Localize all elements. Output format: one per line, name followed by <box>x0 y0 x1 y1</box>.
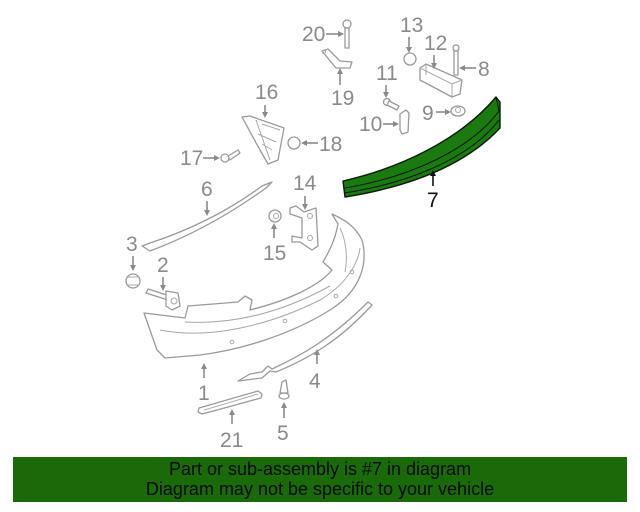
svg-text:6: 6 <box>201 178 213 201</box>
part-20-bolt[interactable] <box>342 19 352 49</box>
callout-11[interactable]: 11 <box>376 62 398 98</box>
svg-text:14: 14 <box>293 172 317 195</box>
svg-text:11: 11 <box>376 62 398 85</box>
svg-text:8: 8 <box>478 58 490 81</box>
banner-line-disclaimer: Diagram may not be specific to your vehi… <box>145 479 495 499</box>
part-16-bracket[interactable] <box>241 115 285 165</box>
part-9-nut[interactable] <box>450 105 466 117</box>
part-12-block[interactable] <box>419 63 463 98</box>
callout-16[interactable]: 16 <box>255 81 278 118</box>
part-14-bracket[interactable] <box>289 205 319 251</box>
svg-text:4: 4 <box>309 370 321 393</box>
svg-text:5: 5 <box>277 422 289 445</box>
svg-text:2: 2 <box>157 254 169 277</box>
svg-text:18: 18 <box>319 133 342 156</box>
callout-5[interactable]: 5 <box>277 402 289 445</box>
svg-text:21: 21 <box>220 429 243 450</box>
callout-1[interactable]: 1 <box>198 363 210 405</box>
callout-4[interactable]: 4 <box>309 349 321 393</box>
callout-2[interactable]: 2 <box>157 254 169 291</box>
svg-text:10: 10 <box>359 113 382 136</box>
callout-18[interactable]: 18 <box>301 133 342 156</box>
svg-text:9: 9 <box>422 102 434 125</box>
part-5-screw[interactable] <box>278 379 290 400</box>
callout-10[interactable]: 10 <box>359 113 399 136</box>
svg-text:19: 19 <box>331 87 354 110</box>
svg-text:15: 15 <box>263 242 286 265</box>
part-2-bolt[interactable] <box>145 288 181 311</box>
part-21-trim[interactable] <box>197 390 263 415</box>
svg-text:16: 16 <box>255 81 278 104</box>
parts-diagram: 20 19 13 12 8 <box>125 14 501 450</box>
callout-7[interactable]: 7 <box>427 170 439 212</box>
part-13-cap[interactable] <box>403 52 417 66</box>
callout-9[interactable]: 9 <box>422 102 451 125</box>
part-19-bracket[interactable] <box>321 48 353 69</box>
part-info-banner: Part or sub-assembly is #7 in diagram Di… <box>13 457 627 502</box>
callout-14[interactable]: 14 <box>293 172 317 210</box>
svg-text:3: 3 <box>126 233 138 256</box>
callout-8[interactable]: 8 <box>459 58 490 81</box>
callout-13[interactable]: 13 <box>400 14 423 53</box>
part-4-lower-valance[interactable] <box>237 301 373 382</box>
svg-text:17: 17 <box>180 147 203 170</box>
callout-12[interactable]: 12 <box>424 32 447 69</box>
part-11-screw[interactable] <box>382 97 400 111</box>
part-8-bolt[interactable] <box>452 44 460 76</box>
svg-text:7: 7 <box>427 189 439 212</box>
part-10-clip[interactable] <box>399 109 410 135</box>
banner-line-part: Part or sub-assembly is #7 in diagram <box>168 459 472 479</box>
callout-21[interactable]: 21 <box>220 409 243 450</box>
part-1-bumper-cover[interactable] <box>143 213 365 359</box>
part-18-cap[interactable] <box>287 136 301 150</box>
part-15-grommet[interactable] <box>268 209 282 223</box>
part-17-screw[interactable] <box>220 149 241 163</box>
part-3-grommet[interactable] <box>125 273 141 289</box>
callout-6[interactable]: 6 <box>201 178 213 216</box>
callout-17[interactable]: 17 <box>180 147 220 170</box>
callout-19[interactable]: 19 <box>331 68 354 110</box>
svg-text:1: 1 <box>198 382 210 405</box>
callout-20[interactable]: 20 <box>302 23 344 46</box>
callout-15[interactable]: 15 <box>263 223 286 265</box>
part-6-trim-strip[interactable] <box>141 181 273 252</box>
part-7-bumper-reinforcement[interactable] <box>342 96 501 198</box>
callout-3[interactable]: 3 <box>126 233 138 271</box>
svg-text:12: 12 <box>424 32 447 55</box>
svg-text:20: 20 <box>302 23 325 46</box>
svg-text:13: 13 <box>400 14 423 37</box>
